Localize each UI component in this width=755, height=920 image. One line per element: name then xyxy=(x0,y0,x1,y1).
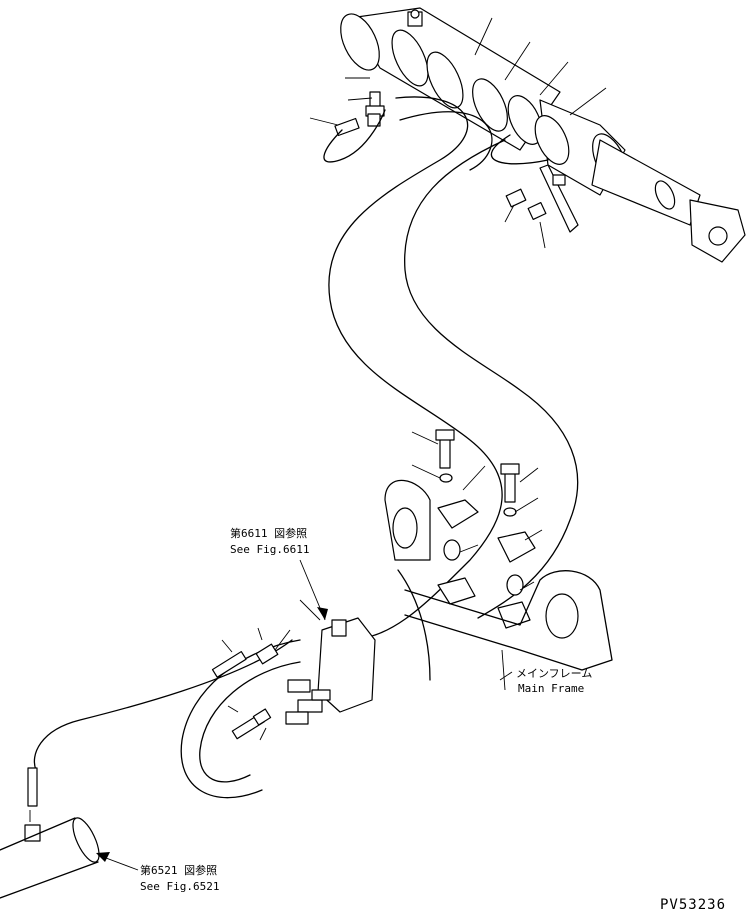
pipe-bottom-left xyxy=(0,817,100,899)
hose-fittings xyxy=(24,643,279,842)
clamp-assembly xyxy=(435,429,536,629)
fig-6611-reference-jp: 第6611 図参照 xyxy=(230,527,308,540)
leader-lines-top xyxy=(309,17,607,249)
fig-6521-reference-en: See Fig.6521 xyxy=(140,880,220,893)
main-frame-label-en: Main Frame xyxy=(518,682,585,695)
fig-6521-reference-jp: 第6521 図参照 xyxy=(140,864,218,877)
reference-arrows xyxy=(96,559,513,871)
main-frame xyxy=(384,479,613,691)
cylinder-head-fittings xyxy=(334,91,579,233)
leader-lines-clamps xyxy=(411,431,543,591)
hydraulic-hoses xyxy=(33,96,579,799)
drawing-code: PV53236 xyxy=(660,897,727,913)
main-frame-label-jp: メインフレーム xyxy=(516,667,593,680)
valve-block xyxy=(285,617,376,725)
leader-lines-lower xyxy=(29,599,321,822)
hydraulic-cylinder xyxy=(340,7,746,263)
fig-6611-reference-en: See Fig.6611 xyxy=(230,543,310,556)
